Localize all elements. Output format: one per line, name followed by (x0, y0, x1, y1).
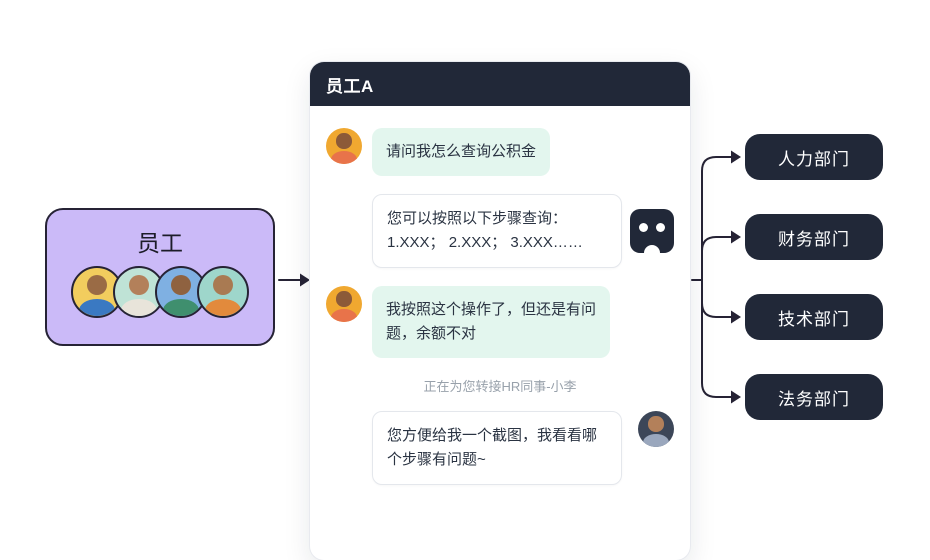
transfer-status-text: 正在为您转接HR同事-小李 (423, 379, 577, 394)
department-node-finance: 财务部门 (745, 214, 883, 260)
chat-window-title: 员工A (326, 76, 374, 96)
message-row-bot: 您可以按照以下步骤查询：1.XXX； 2.XXX； 3.XXX…… (372, 194, 674, 268)
chat-message-list: 请问我怎么查询公积金 您可以按照以下步骤查询：1.XXX； 2.XXX； 3.X… (310, 106, 690, 485)
department-node-tech: 技术部门 (745, 294, 883, 340)
chat-bubble-employee-followup: 我按照这个操作了，但还是有问题，余额不对 (372, 286, 610, 358)
employee-a-avatar (326, 128, 362, 164)
department-node-legal: 法务部门 (745, 374, 883, 420)
employee-a-avatar (326, 286, 362, 322)
message-row-employee-1: 请问我怎么查询公积金 (326, 128, 674, 176)
employee-group-box: 员工 (45, 208, 275, 346)
chat-window: 员工A 请问我怎么查询公积金 您可以按照以下步骤查询：1.XXX； 2.XXX；… (310, 62, 690, 560)
employee-group-label: 员工 (137, 230, 183, 256)
hr-agent-avatar (638, 411, 674, 447)
employee-avatar-row (71, 266, 249, 318)
employee-avatar-4 (197, 266, 249, 318)
chat-bubble-hr-agent: 您方便给我一个截图，我看看哪个步骤有问题~ (372, 411, 622, 485)
chat-bubble-employee-question: 请问我怎么查询公积金 (372, 128, 551, 176)
message-row-employee-2: 我按照这个操作了，但还是有问题，余额不对 (326, 286, 674, 358)
robot-icon (630, 209, 674, 253)
chat-bubble-bot-answer: 您可以按照以下步骤查询：1.XXX； 2.XXX； 3.XXX…… (372, 194, 622, 268)
chat-window-header: 员工A (310, 62, 690, 106)
message-row-hr-agent: 您方便给我一个截图，我看看哪个步骤有问题~ (372, 411, 674, 485)
department-node-hr: 人力部门 (745, 134, 883, 180)
